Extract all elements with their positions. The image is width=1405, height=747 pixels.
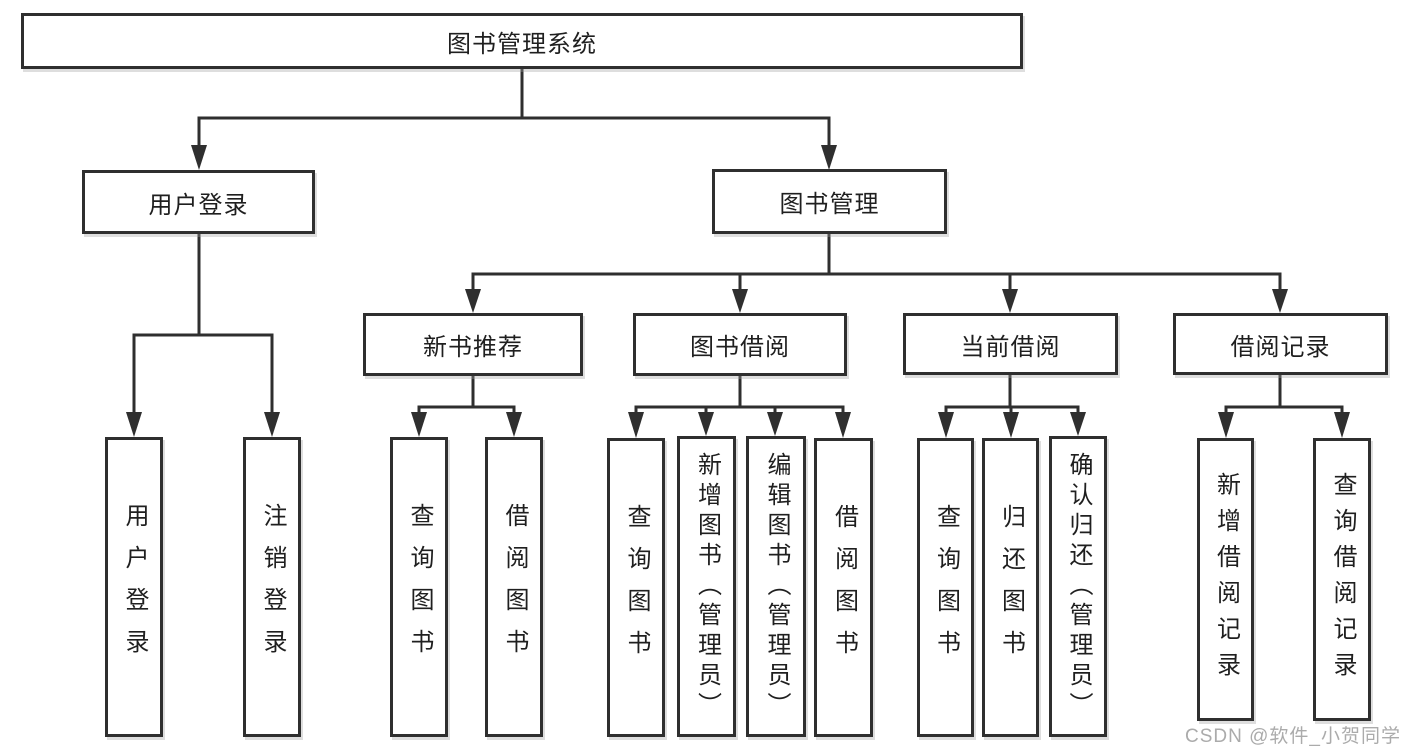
node-label: 查询图书 bbox=[406, 503, 433, 671]
node-label: 注销登录 bbox=[259, 503, 286, 671]
leaf-edit-books-admin: 编辑图书（管理员） bbox=[746, 436, 806, 737]
leaf-confirm-return-admin: 确认归还（管理员） bbox=[1049, 436, 1107, 737]
leaf-borrow-books: 借阅图书 bbox=[814, 438, 873, 737]
csdn-watermark: CSDN @软件_小贺同学 bbox=[1185, 726, 1401, 747]
node-label: 归还图书 bbox=[997, 503, 1025, 672]
node-label: 当前借阅 bbox=[960, 333, 1061, 361]
node-label: 查询图书 bbox=[932, 503, 960, 672]
node-label: 用户登录 bbox=[121, 503, 148, 671]
leaf-user-login: 用户登录 bbox=[105, 437, 163, 737]
leaf-add-books-admin: 新增图书（管理员） bbox=[677, 436, 736, 737]
node-label: 图书管理 bbox=[779, 191, 880, 218]
leaf-return-books: 归还图书 bbox=[982, 438, 1039, 737]
node-book-borrowing: 图书借阅 bbox=[633, 313, 847, 376]
node-book-management: 图书管理 bbox=[712, 169, 947, 234]
leaf-query-books-current: 查询图书 bbox=[917, 438, 974, 737]
node-label: 查询图书 bbox=[623, 503, 650, 672]
node-label: 新增图书（管理员） bbox=[693, 451, 721, 722]
leaf-query-borrow-record: 查询借阅记录 bbox=[1313, 438, 1371, 721]
node-label: 确认归还（管理员） bbox=[1065, 451, 1092, 722]
node-label: 借阅图书 bbox=[830, 503, 858, 672]
node-label: 图书借阅 bbox=[690, 334, 790, 361]
leaf-query-books-borrow: 查询图书 bbox=[607, 438, 665, 737]
node-current-borrowing: 当前借阅 bbox=[903, 313, 1118, 375]
leaf-add-borrow-record: 新增借阅记录 bbox=[1197, 438, 1254, 721]
leaf-query-books-recommend: 查询图书 bbox=[390, 437, 448, 737]
leaf-logout: 注销登录 bbox=[243, 437, 301, 737]
node-label: 用户登录 bbox=[148, 191, 249, 219]
node-new-book-recommendation: 新书推荐 bbox=[363, 313, 583, 376]
node-label: 图书管理系统 bbox=[447, 30, 597, 58]
node-label: 借阅图书 bbox=[501, 503, 528, 671]
node-label: 查询借阅记录 bbox=[1329, 471, 1356, 688]
node-label: 新增借阅记录 bbox=[1212, 471, 1240, 688]
node-label: 借阅记录 bbox=[1230, 333, 1331, 361]
node-user-login: 用户登录 bbox=[82, 170, 315, 234]
node-library-management-system: 图书管理系统 bbox=[21, 13, 1023, 69]
leaf-borrow-books-recommend: 借阅图书 bbox=[485, 437, 543, 737]
node-label: 新书推荐 bbox=[423, 334, 523, 361]
node-borrowing-records: 借阅记录 bbox=[1173, 313, 1388, 375]
node-label: 编辑图书（管理员） bbox=[763, 451, 790, 722]
